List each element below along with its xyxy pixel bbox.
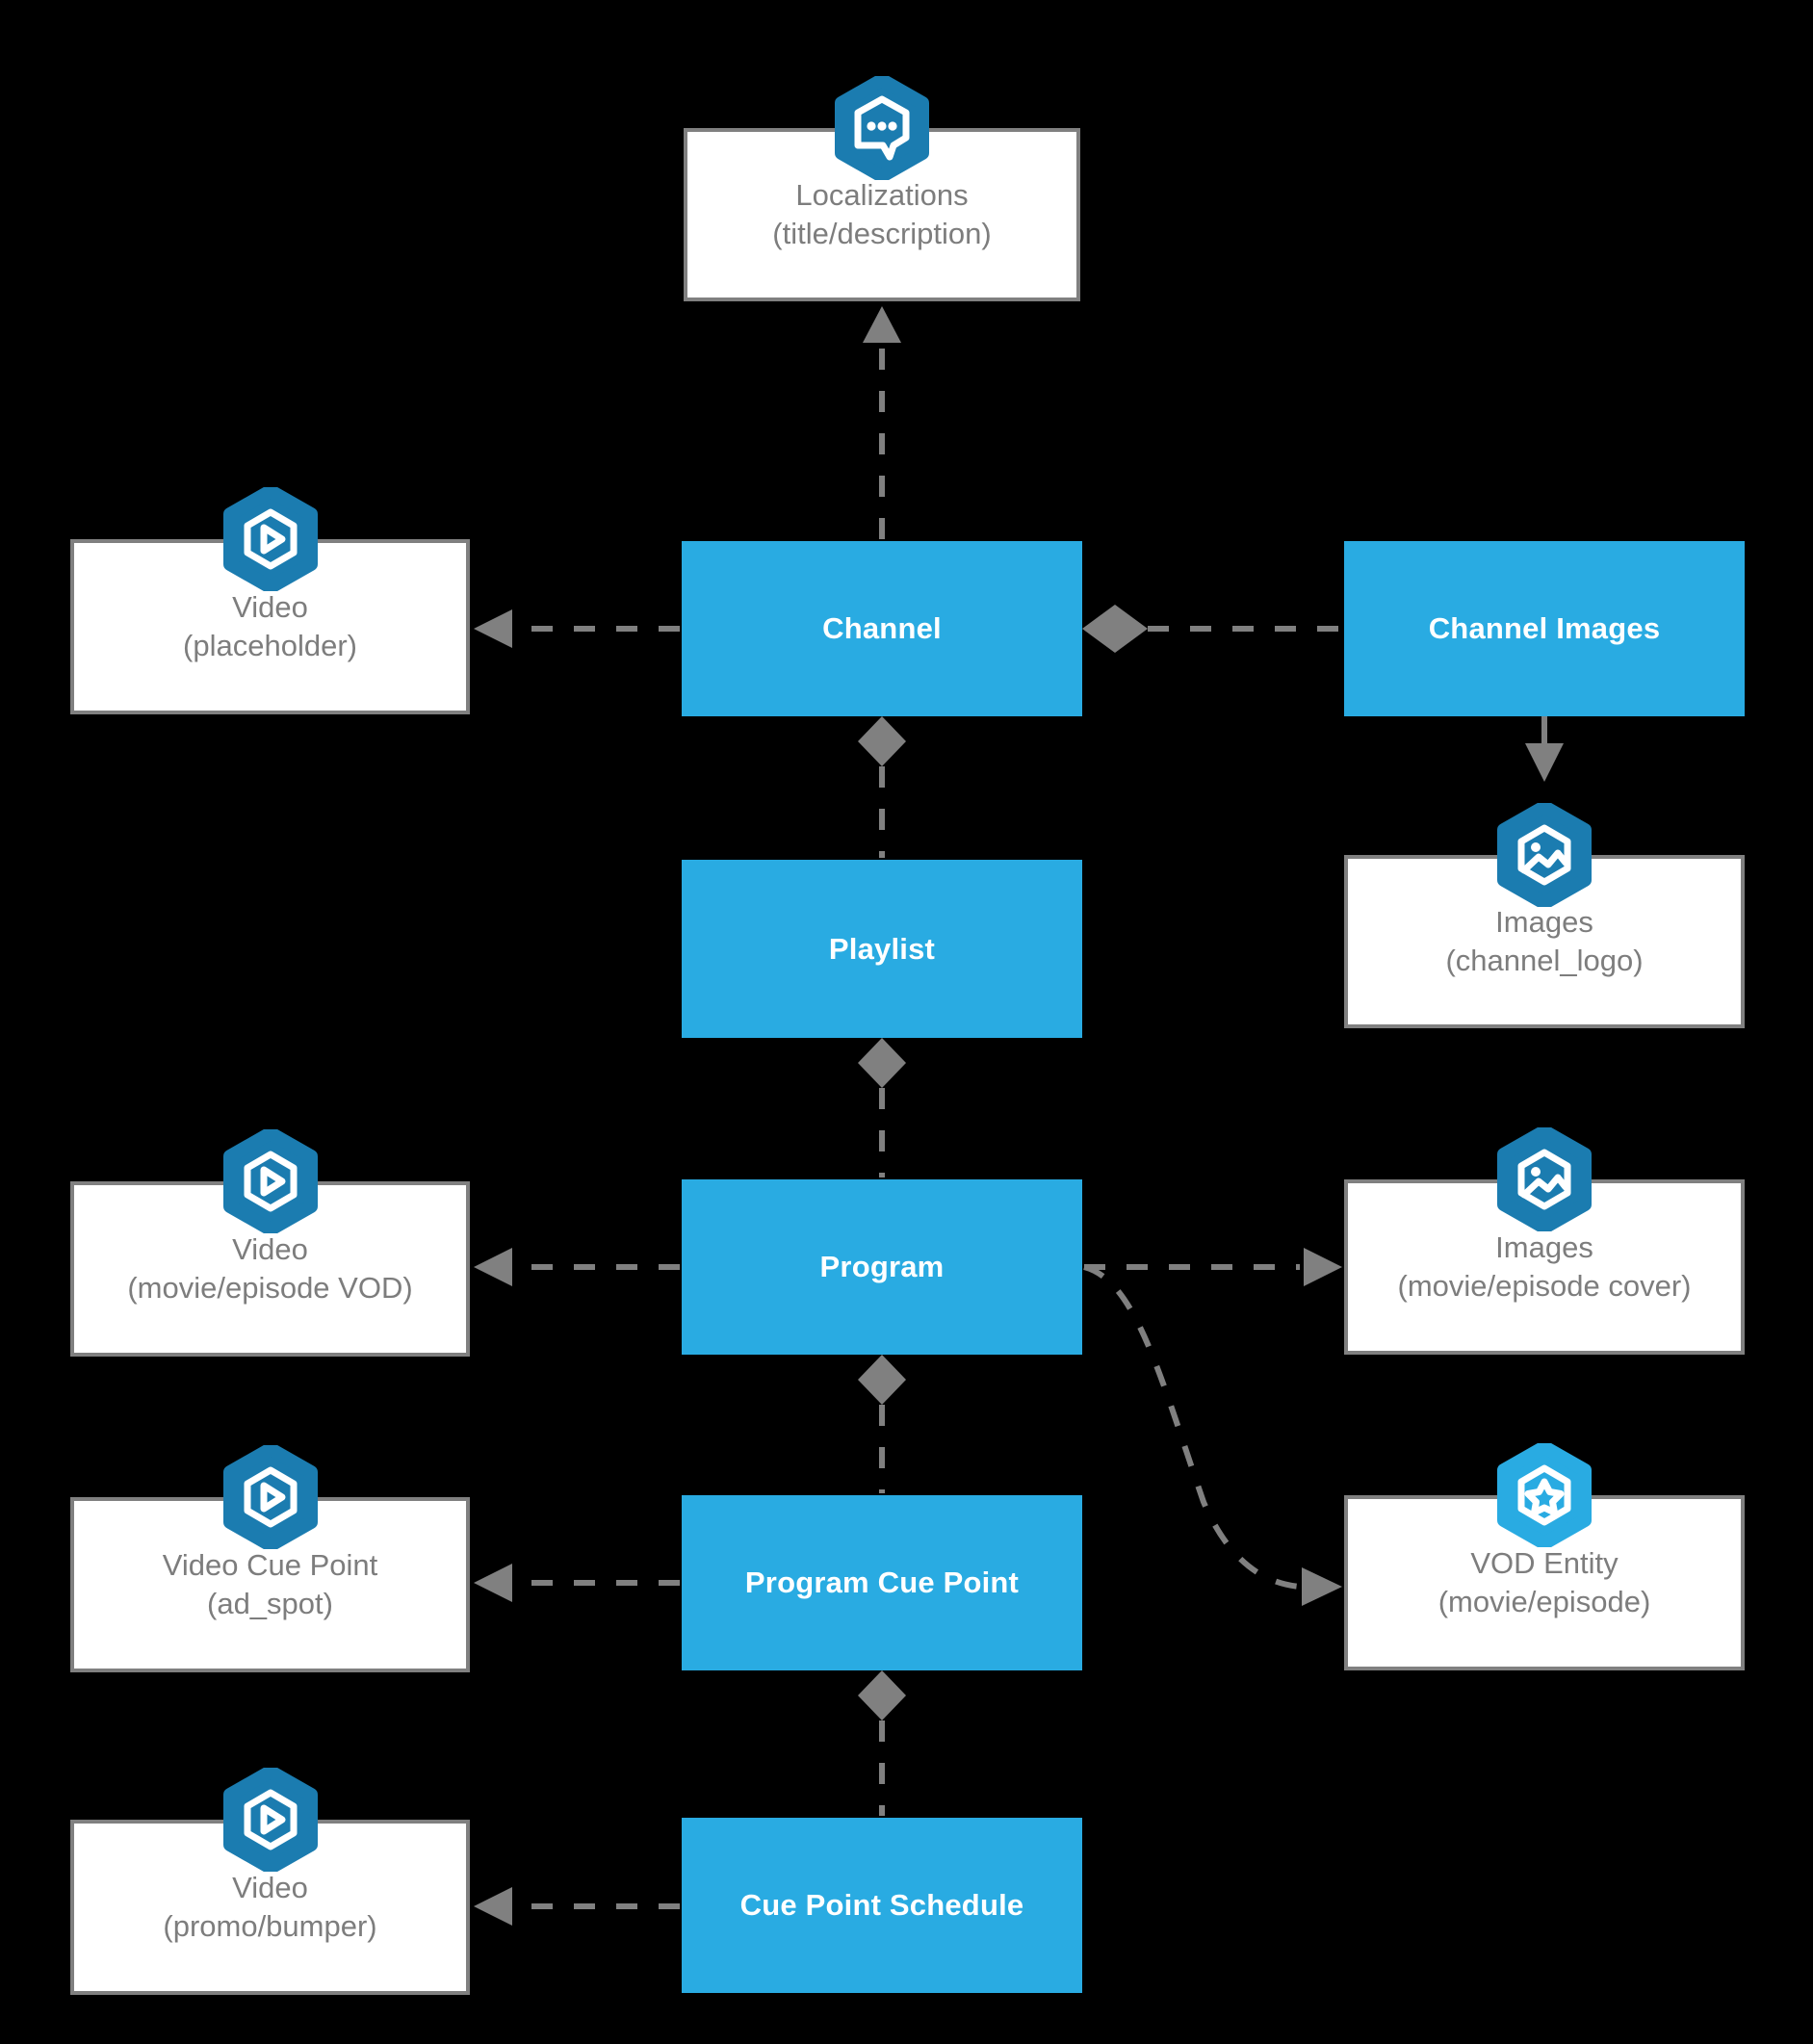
node-cue_point_schedule[interactable]: Cue Point Schedule xyxy=(682,1818,1082,1993)
node-label-secondary-video_promo: (promo/bumper) xyxy=(163,1909,377,1943)
node-label-primary-video_cue_point: Video Cue Point xyxy=(162,1547,378,1582)
node-label-cue_point_schedule: Cue Point Schedule xyxy=(739,1888,1024,1922)
node-label-primary-video_promo: Video xyxy=(232,1870,308,1904)
node-label-video_promo: Video (promo/bumper) xyxy=(153,1869,386,1947)
node-video_promo[interactable]: Video (promo/bumper) xyxy=(70,1820,470,1995)
node-label-images_channel_logo: Images (channel_logo) xyxy=(1436,903,1652,981)
node-label-localizations: Localizations (title/description) xyxy=(763,176,1000,254)
node-localizations[interactable]: Localizations (title/description) xyxy=(684,128,1080,301)
edge-channel-localizations xyxy=(863,306,901,539)
node-label-primary-video_placeholder: Video xyxy=(232,589,308,624)
node-images_channel_logo[interactable]: Images (channel_logo) xyxy=(1344,855,1745,1028)
node-program[interactable]: Program xyxy=(682,1179,1082,1355)
node-label-secondary-localizations: (title/description) xyxy=(772,217,992,250)
node-channel_images[interactable]: Channel Images xyxy=(1344,541,1745,716)
edge-channel-playlist xyxy=(858,716,906,858)
edge-program-images-cover xyxy=(1084,1248,1342,1286)
node-label-program_cue_point: Program Cue Point xyxy=(744,1565,1020,1599)
node-label-video_cue_point: Video Cue Point (ad_spot) xyxy=(153,1546,387,1624)
node-label-secondary-video_placeholder: (placeholder) xyxy=(183,629,357,662)
edge-cue-point-video-cue-point xyxy=(474,1564,680,1602)
node-label-secondary-images_channel_logo: (channel_logo) xyxy=(1445,944,1644,977)
edge-program-video-vod xyxy=(474,1248,680,1286)
node-images_cover[interactable]: Images (movie/episode cover) xyxy=(1344,1179,1745,1355)
node-label-video_placeholder: Video (placeholder) xyxy=(173,588,367,666)
node-playlist[interactable]: Playlist xyxy=(682,860,1082,1038)
edge-program-program-cue-point xyxy=(858,1355,906,1493)
edge-channel-channel-images xyxy=(1082,605,1342,653)
node-label-primary-video_vod: Video xyxy=(232,1231,308,1266)
node-label-program: Program xyxy=(819,1250,945,1283)
edge-playlist-program xyxy=(858,1038,906,1177)
edge-schedule-video-promo xyxy=(474,1887,680,1926)
node-label-secondary-video_vod: (movie/episode VOD) xyxy=(127,1271,413,1305)
node-label-channel_images: Channel Images xyxy=(1428,611,1661,645)
node-program_cue_point[interactable]: Program Cue Point xyxy=(682,1495,1082,1670)
node-label-primary-images_cover: Images xyxy=(1495,1229,1593,1264)
edge-channel-images-images xyxy=(1525,716,1564,782)
node-channel[interactable]: Channel xyxy=(682,541,1082,716)
node-label-secondary-images_cover: (movie/episode cover) xyxy=(1397,1269,1692,1303)
node-label-channel: Channel xyxy=(822,611,942,645)
node-label-secondary-vod_entity: (movie/episode) xyxy=(1437,1585,1651,1618)
node-label-secondary-video_cue_point: (ad_spot) xyxy=(207,1587,333,1620)
node-label-vod_entity: VOD Entity (movie/episode) xyxy=(1429,1544,1661,1622)
node-label-primary-vod_entity: VOD Entity xyxy=(1470,1545,1619,1580)
node-label-primary-images_channel_logo: Images xyxy=(1495,904,1593,939)
edge-program-vod-entity xyxy=(1083,1264,1342,1606)
node-label-video_vod: Video (movie/episode VOD) xyxy=(117,1230,422,1308)
edge-channel-video-placeholder xyxy=(474,609,680,648)
edge-cue-point-schedule xyxy=(858,1670,906,1816)
node-label-playlist: Playlist xyxy=(828,931,936,966)
node-label-images_cover: Images (movie/episode cover) xyxy=(1388,1229,1701,1307)
node-label-primary-localizations: Localizations xyxy=(795,177,969,212)
